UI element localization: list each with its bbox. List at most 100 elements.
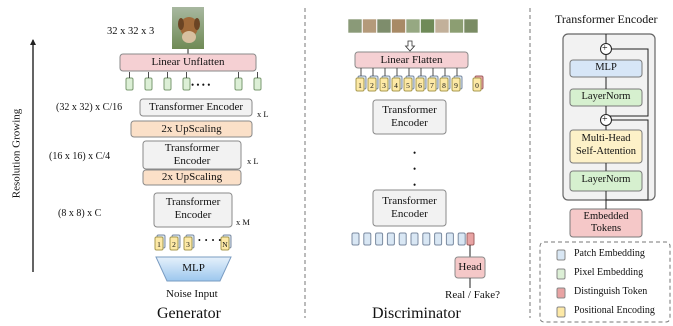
discriminator-output-token <box>434 232 443 246</box>
detail-embedded-label-line1: Embedded <box>583 211 629 222</box>
discriminator-pe <box>379 77 389 92</box>
discriminator-token-label: 1 <box>358 81 362 90</box>
resolution-axis-label: Resolution Growing <box>10 108 23 199</box>
detail-residual-add-upper <box>600 43 612 55</box>
discriminator-output-token <box>351 232 360 246</box>
detail-connections <box>605 34 649 209</box>
legend-label-patch: Patch Embedding <box>574 248 645 259</box>
detail-mlp-label: MLP <box>595 62 617 73</box>
discriminator-output-token <box>386 232 395 246</box>
generator-input-token-label: 2 <box>172 240 176 249</box>
discriminator-output-tokens <box>351 232 475 246</box>
generator-input-pe <box>169 236 179 251</box>
generator-token-arrows <box>129 72 258 78</box>
linear-unflatten-box <box>119 53 257 72</box>
legend-swatch <box>556 287 566 299</box>
real-fake-output: Real / Fake? <box>445 289 500 301</box>
detail-layernorm-top-label: LayerNorm <box>581 91 631 102</box>
detail-plus-lower: + <box>602 114 608 125</box>
discriminator-encoder-top-line2: Encoder <box>391 117 428 129</box>
flatten-down-arrow <box>404 40 416 52</box>
input-image-patches <box>347 18 479 34</box>
discriminator-output-token <box>422 232 431 246</box>
discriminator-token-label: 9 <box>454 81 458 90</box>
discriminator-output-cls-token <box>466 232 475 246</box>
generator-title: Generator <box>157 305 221 322</box>
generator-pixel-token-dots: • • • • <box>191 80 210 90</box>
detail-residual-add-lower <box>600 114 612 126</box>
dim-32-label: (32 x 32) x C/16 <box>56 102 123 113</box>
encoder-16-label-line1: Transformer <box>164 142 220 154</box>
discriminator-output-token <box>398 232 407 246</box>
upscale-2-label: 2x UpScaling <box>161 171 223 183</box>
input-image-patch <box>405 18 421 34</box>
dim-8-label: (8 x 8) x C <box>58 208 102 219</box>
discriminator-pe <box>439 77 449 92</box>
legend-swatch <box>556 306 566 318</box>
generator-input-pe <box>154 236 164 251</box>
upscale-2-box <box>142 169 242 186</box>
encoder-8-label-line2: Encoder <box>174 209 212 221</box>
generator-pixel-token <box>253 77 262 91</box>
discriminator-token-label: 8 <box>442 81 446 90</box>
detail-plus-upper: + <box>602 43 608 54</box>
head-label: Head <box>458 261 482 273</box>
input-image-patch <box>420 18 435 34</box>
discriminator-output-token <box>457 232 466 246</box>
encoder-16-box <box>142 140 242 170</box>
encoder-16-label-line2: Encoder <box>173 155 211 167</box>
discriminator-cls-pe <box>472 77 482 92</box>
legend-label-positional: Positional Encoding <box>574 305 655 316</box>
legend-label-pixel: Pixel Embedding <box>574 267 644 278</box>
discriminator-token-label: 7 <box>430 81 434 90</box>
discriminator-pe <box>415 77 425 92</box>
discriminator-pe <box>391 77 401 92</box>
encoder-8-box <box>153 192 233 228</box>
discriminator-encoder-top-box <box>372 99 447 135</box>
detail-attention-label-line1: Multi-Head <box>581 133 631 144</box>
discriminator-token-label: 2 <box>370 81 374 90</box>
discriminator-title: Discriminator <box>372 305 461 322</box>
discriminator-encoder-bottom-line2: Encoder <box>391 208 428 220</box>
generator-pixel-tokens: • • • • <box>125 77 262 91</box>
rep-8-label: x M <box>236 217 250 227</box>
generator-pixel-token <box>234 77 243 91</box>
discriminator-output-token <box>375 232 384 246</box>
input-image-patch <box>347 18 363 34</box>
input-image-patch <box>434 18 450 34</box>
linear-unflatten-label: Linear Unflatten <box>151 56 225 68</box>
rep-32-label: x L <box>257 109 269 119</box>
legend-swatch <box>556 268 566 280</box>
generator-mlp-shape <box>155 256 232 282</box>
discriminator-encoder-bottom-line1: Transformer <box>382 195 437 207</box>
detail-embedded-label-line2: Tokens <box>590 223 622 234</box>
discriminator-cls-label: 0 <box>475 81 479 90</box>
rep-16-label: x L <box>247 156 259 166</box>
input-image-patch <box>463 18 479 34</box>
discriminator-token-label: 6 <box>418 81 422 90</box>
discriminator-pe <box>451 77 461 92</box>
generator-input-pe-last <box>220 236 230 251</box>
generator-input-token-label-last: N <box>222 240 228 249</box>
generator-input-token-label: 1 <box>157 240 161 249</box>
discriminator-pe <box>403 77 413 92</box>
discriminator-output-token <box>363 232 372 246</box>
encoder-32-label: Transformer Encoder <box>149 101 243 113</box>
noise-input-label: Noise Input <box>166 288 218 300</box>
generator-pixel-token <box>125 77 134 91</box>
dim-16-label: (16 x 16) x C/4 <box>49 151 111 162</box>
input-image-patch <box>391 18 406 34</box>
discriminator-output-token <box>445 232 454 246</box>
discriminator-token-label: 4 <box>394 81 398 90</box>
detail-layernorm-bottom-label: LayerNorm <box>581 174 631 185</box>
encoder-detail-title: Transformer Encoder <box>555 12 658 26</box>
generated-image <box>172 7 204 49</box>
discriminator-token-label: 5 <box>406 81 410 90</box>
upscale-1-label: 2x UpScaling <box>161 123 222 135</box>
discriminator-output-token <box>410 232 419 246</box>
linear-flatten-label: Linear Flatten <box>380 54 443 66</box>
legend-swatches <box>556 249 566 318</box>
legend-frame <box>539 241 671 323</box>
